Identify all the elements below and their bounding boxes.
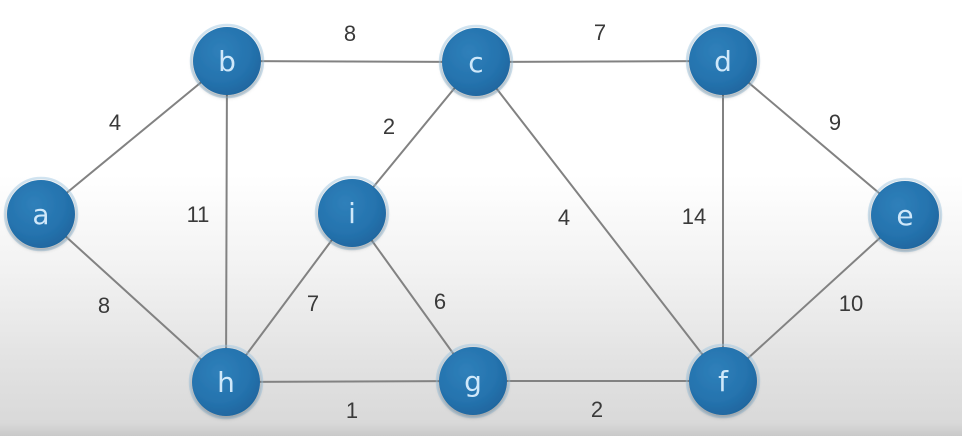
edge-d-e — [722, 60, 906, 216]
edge-weight-d-f: 14 — [682, 204, 706, 229]
edge-c-f — [475, 61, 724, 382]
edge-weight-i-g: 6 — [434, 289, 446, 314]
edge-weight-b-h: 11 — [187, 202, 210, 227]
node-halo-f — [685, 343, 761, 419]
edge-weight-b-c: 8 — [344, 21, 356, 46]
edge-i-g — [351, 212, 474, 382]
node-label-e: e — [896, 199, 913, 232]
node-halo-c — [438, 24, 514, 100]
node-circle-i — [318, 179, 386, 247]
node-label-i: i — [348, 197, 356, 230]
node-label-g: g — [464, 365, 482, 398]
node-halo-e — [867, 177, 943, 253]
edge-weight-a-b: 4 — [109, 110, 121, 135]
node-halo-i — [314, 175, 390, 251]
edge-a-h — [40, 213, 227, 383]
node-halo-d — [685, 23, 761, 99]
node-circle-h — [192, 348, 260, 416]
edge-weight-c-f: 4 — [558, 205, 570, 230]
node-circle-f — [689, 347, 757, 415]
edge-h-g — [225, 380, 474, 383]
node-label-f: f — [718, 365, 729, 398]
node-label-b: b — [218, 45, 236, 78]
edge-weight-e-f: 10 — [839, 291, 863, 316]
node-label-h: h — [217, 366, 235, 399]
node-circle-a — [7, 180, 75, 248]
edge-weight-h-g: 1 — [346, 398, 358, 423]
edge-h-i — [225, 212, 353, 383]
node-halo-b — [189, 23, 265, 99]
node-label-d: d — [714, 45, 732, 78]
node-circle-d — [689, 27, 757, 95]
edge-weight-d-e: 9 — [829, 110, 841, 135]
node-label-c: c — [468, 46, 483, 79]
edge-weight-h-i: 7 — [307, 291, 319, 316]
edge-a-b — [40, 60, 228, 215]
edge-b-c — [226, 60, 477, 63]
node-circle-g — [439, 347, 507, 415]
edge-c-d — [475, 60, 724, 63]
edge-weight-c-i: 2 — [383, 114, 395, 139]
edge-weight-c-d: 7 — [594, 20, 606, 45]
node-circle-c — [442, 28, 510, 96]
edge-e-f — [722, 214, 906, 382]
edge-b-h — [225, 60, 228, 383]
edge-weight-a-h: 8 — [98, 293, 110, 318]
node-halo-a — [3, 176, 79, 252]
edge-weight-g-f: 2 — [591, 397, 603, 422]
node-halo-g — [435, 343, 511, 419]
node-halo-h — [188, 344, 264, 420]
node-circle-b — [193, 27, 261, 95]
node-circle-e — [871, 181, 939, 249]
node-label-a: a — [32, 198, 49, 231]
